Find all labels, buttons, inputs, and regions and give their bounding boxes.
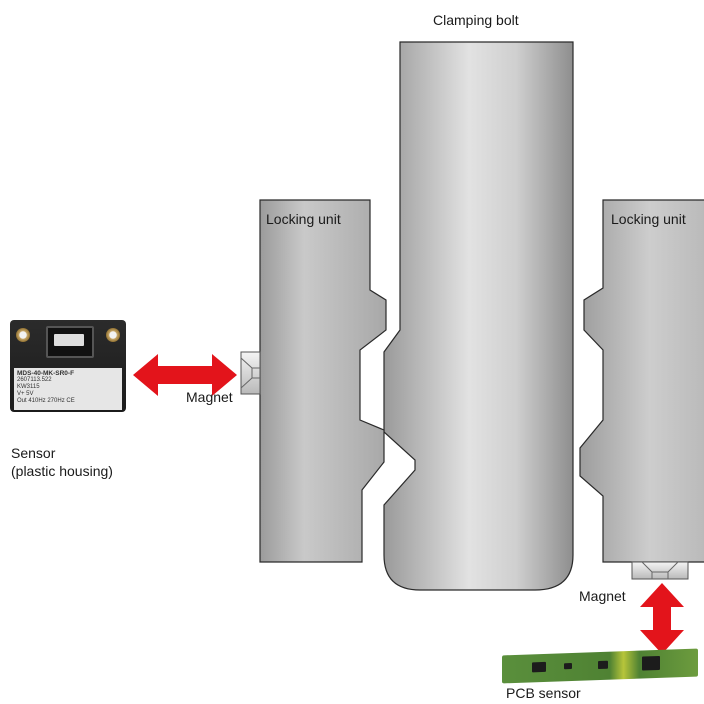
mounting-hole-left	[16, 328, 30, 342]
plate-line-1: MDS-40-MK-SR0-F	[17, 370, 75, 377]
sensor-connector	[46, 326, 94, 358]
double-arrow-vertical	[640, 583, 684, 654]
plate-line-4: V+ 5V	[17, 391, 34, 397]
label-magnet-right: Magnet	[579, 588, 626, 604]
clamping-bolt	[383, 41, 574, 591]
double-arrow-horizontal	[133, 354, 237, 396]
mounting-hole-right	[106, 328, 120, 342]
label-magnet-left: Magnet	[186, 389, 233, 405]
locking-unit-left	[259, 199, 387, 563]
label-clamping-bolt: Clamping bolt	[433, 12, 519, 28]
label-pcb-sensor: PCB sensor	[506, 685, 581, 701]
plate-line-2: 2607113.522	[17, 377, 52, 383]
magnet-left	[240, 351, 261, 395]
plate-line-5: Out 410Hz 270Hz	[17, 398, 65, 404]
label-sensor-housing: (plastic housing)	[11, 463, 113, 479]
label-locking-unit-left: Locking unit	[266, 211, 341, 227]
pcb-chip	[598, 660, 608, 670]
label-locking-unit-right: Locking unit	[611, 211, 686, 227]
pcb-chip	[532, 661, 546, 673]
sensor-plastic-housing: MDS-40-MK-SR0-F 2607113.522 KW3115 V+ 5V…	[10, 320, 126, 412]
pcb-chip	[564, 662, 572, 670]
locking-unit-right	[579, 199, 704, 563]
ce-mark: CE	[66, 398, 75, 404]
magnet-right	[631, 561, 689, 580]
sensor-nameplate: MDS-40-MK-SR0-F 2607113.522 KW3115 V+ 5V…	[14, 368, 122, 410]
pcb-chip	[642, 655, 660, 671]
plate-line-3: KW3115	[17, 384, 40, 390]
label-sensor: Sensor	[11, 445, 56, 461]
